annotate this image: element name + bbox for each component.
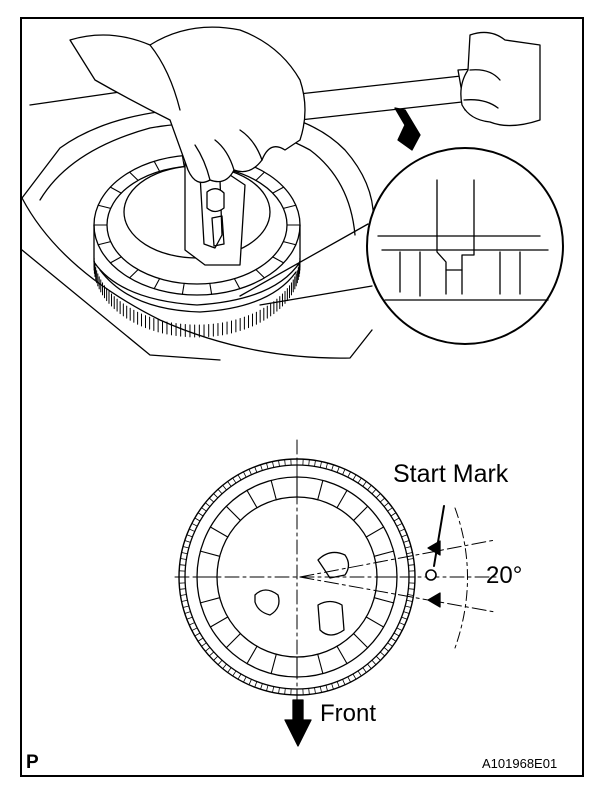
centre-lines (174, 439, 501, 701)
figure-frame (20, 17, 584, 777)
front-arrow-icon (284, 699, 312, 747)
section-mark: P (26, 752, 39, 773)
hand-left (69, 26, 306, 184)
angle-label: 20° (486, 562, 523, 589)
start-mark-label: Start Mark (393, 460, 509, 488)
figure-code: A101968E01 (482, 756, 558, 771)
angle-indicator (299, 505, 496, 649)
front-label: Front (320, 700, 377, 727)
hand-right (460, 31, 541, 127)
detail-callout (239, 107, 564, 345)
